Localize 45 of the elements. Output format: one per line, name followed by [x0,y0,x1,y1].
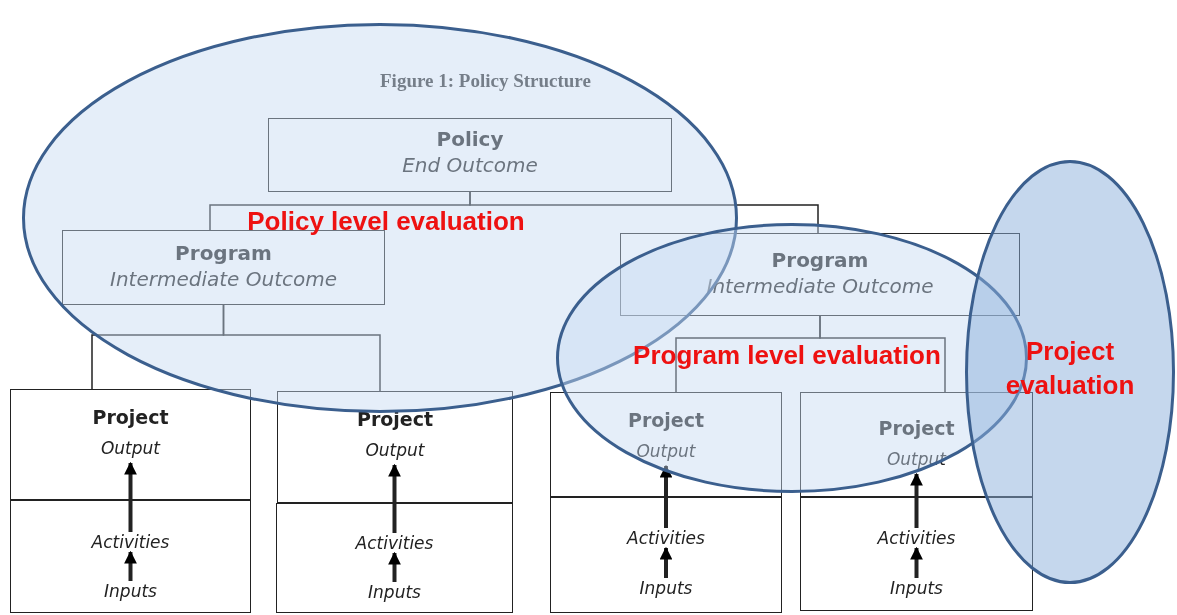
evaluation-label: Program level evaluation [633,339,941,373]
arrow [388,463,401,533]
evaluation-label: Project evaluation [1005,335,1135,403]
step-text: Inputs [368,582,421,602]
level-heading: Program [771,248,869,272]
project-box [277,391,513,503]
level-box [620,233,1020,316]
level-heading: Project [627,409,705,431]
outcome-text: Output [100,438,161,458]
activity-box [550,497,782,613]
arrow [124,550,137,581]
level-heading: Program [175,241,272,265]
outcome-text: Intermediate Outcome [110,267,337,291]
level-heading: Project [878,417,955,439]
project-box [10,389,251,500]
connector-line [469,191,819,234]
step-text: Activities [627,528,705,548]
arrow [659,546,673,578]
step-text: Inputs [890,578,943,598]
outcome-text: Output [365,440,425,460]
step-text: Inputs [104,581,157,601]
step-text: Inputs [639,578,693,598]
arrow [659,464,673,528]
level-heading: Project [356,408,434,430]
project-box [550,392,782,497]
arrow [388,551,401,582]
connector-line [222,304,381,392]
outcome-text: Output [636,441,696,461]
figure-title: Figure 1: Policy Structure [380,70,591,92]
arrow [910,546,923,578]
step-text: Activities [877,528,956,548]
arrow [910,472,923,528]
activity-box [276,503,513,613]
level-heading: Policy [436,127,504,151]
outcome-text: End Outcome [402,153,538,177]
step-text: Activities [91,532,170,552]
connector-line [819,315,946,393]
arrow [124,461,137,532]
level-box [268,118,672,192]
activity-box [800,497,1033,611]
activity-box [10,500,251,613]
level-heading: Project [92,406,169,428]
evaluation-label: Policy level evaluation [247,205,525,239]
step-text: Activities [355,533,434,553]
project-box [800,392,1033,497]
